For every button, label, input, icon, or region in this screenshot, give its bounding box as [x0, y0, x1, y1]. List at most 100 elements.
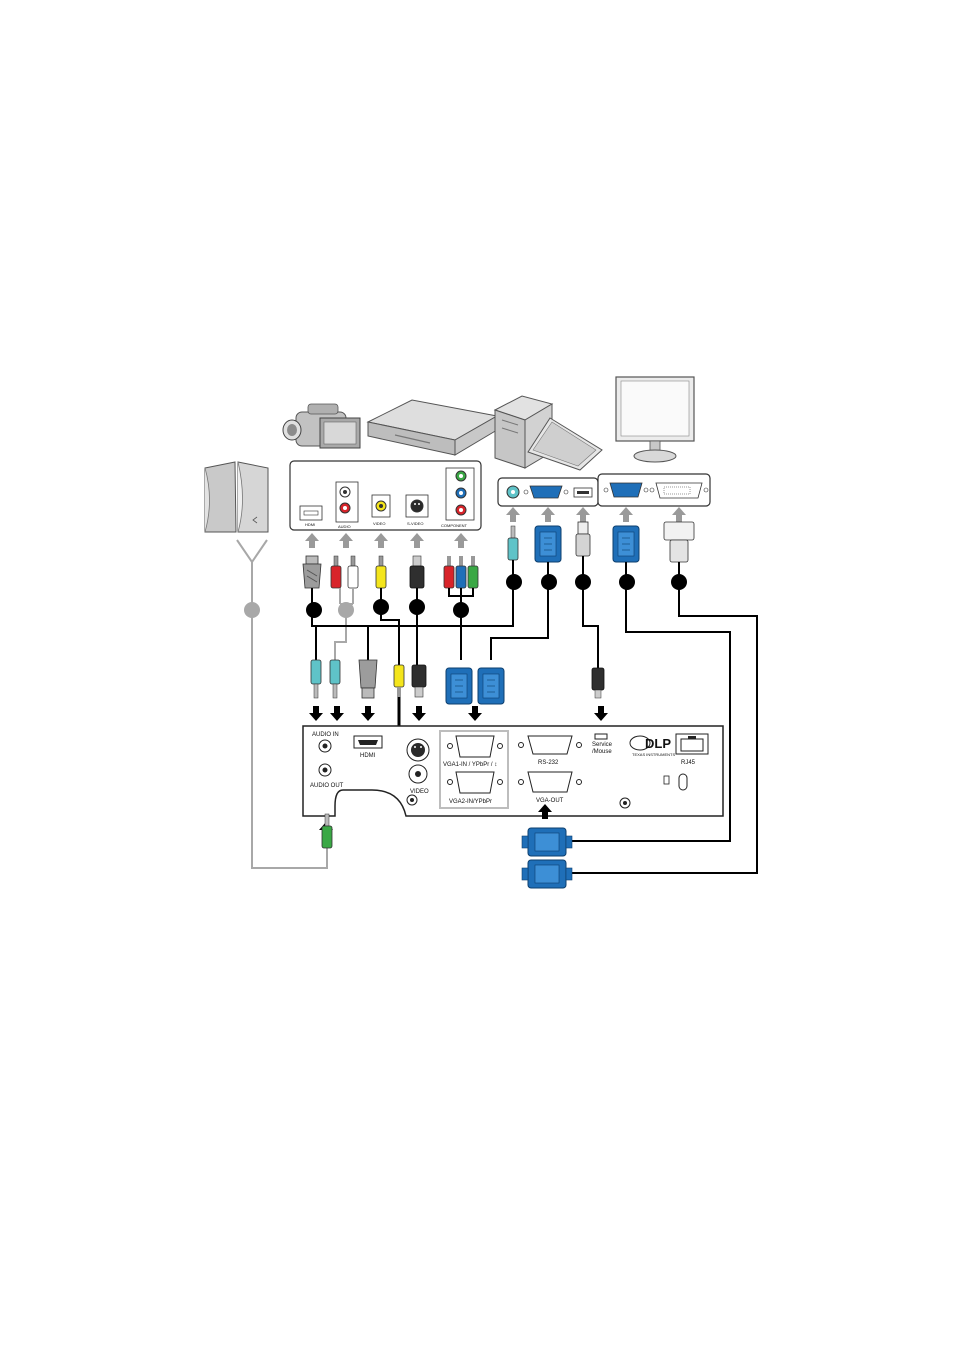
arrow-up-icon — [672, 507, 686, 522]
svg-text:AUDIO: AUDIO — [338, 524, 351, 529]
computer-icon — [493, 395, 603, 471]
arrow-up-icon — [619, 507, 633, 522]
svideo-plug-icon — [409, 555, 425, 589]
vga2-in-port: VGA2-IN/YPbPr — [447, 771, 503, 805]
svg-text:Service: Service — [592, 742, 613, 748]
svg-text:AUDIO IN: AUDIO IN — [312, 732, 339, 738]
rs232-port: RS-232 — [518, 735, 582, 766]
svg-text:/Mouse: /Mouse — [592, 749, 612, 755]
monitor-dvi-port — [649, 482, 709, 499]
marker-circle — [506, 574, 522, 590]
marker-circle — [338, 602, 354, 618]
vga-inputs-group — [439, 730, 509, 809]
svideo-port — [406, 738, 430, 762]
vga-out-port: VGA-OUT — [518, 771, 582, 804]
audio-out-plug-icon — [321, 813, 333, 849]
monitor-vga-port — [603, 482, 649, 498]
svg-text:AUDIO OUT: AUDIO OUT — [310, 783, 344, 789]
video-port: VIDEO — [408, 764, 429, 795]
svg-text:VGA1-IN / YPbPr / ↕: VGA1-IN / YPbPr / ↕ — [443, 762, 497, 768]
camcorder-icon — [282, 403, 361, 449]
hdmi-plug-icon — [302, 555, 322, 589]
vga1-in-port: VGA1-IN / YPbPr / ↕ — [443, 735, 503, 768]
vga-plug-icon — [477, 667, 505, 705]
marker-circle — [671, 574, 687, 590]
svg-text:S-VIDEO: S-VIDEO — [407, 521, 423, 526]
svg-text:HDMI: HDMI — [305, 522, 315, 527]
arrow-down-icon — [468, 706, 482, 721]
rca-video-plug-icon — [393, 664, 405, 697]
arrow-up-icon — [454, 533, 468, 548]
source-video-jack: VIDEO — [371, 494, 391, 526]
audio-out-jack: AUDIO OUT — [310, 763, 344, 789]
speaker-cable — [236, 539, 328, 869]
svg-text:RS-232: RS-232 — [538, 760, 559, 766]
marker-circle — [541, 574, 557, 590]
screw-icon — [619, 797, 631, 809]
rj45-port: RJ45 — [675, 733, 709, 766]
service-mouse-port: Service /Mouse — [592, 733, 613, 755]
dvd-player-icon — [366, 399, 499, 456]
arrow-up-icon — [410, 533, 424, 548]
marker-circle — [373, 599, 389, 615]
svg-text:VIDEO: VIDEO — [410, 789, 429, 795]
kensington-lock-icon — [663, 773, 688, 791]
svg-text:HDMI: HDMI — [360, 753, 376, 759]
vga-out-plug-icon — [521, 827, 573, 857]
marker-circle — [244, 602, 260, 618]
svg-text:DLP: DLP — [645, 736, 671, 751]
rca-video-plug-icon — [375, 555, 387, 589]
svg-text:COMPONENT: COMPONENT — [441, 523, 468, 528]
audio-cable — [334, 588, 354, 660]
audio-in-jack: AUDIO IN — [312, 732, 339, 753]
arrow-down-icon — [361, 706, 375, 721]
arrow-up-icon — [305, 533, 319, 548]
mini-usb-plug-icon — [591, 667, 605, 699]
arrow-up-icon — [576, 507, 590, 522]
arrow-up-icon — [506, 507, 520, 522]
marker-circle — [619, 574, 635, 590]
arrow-down-icon — [594, 706, 608, 721]
marker-circle — [575, 574, 591, 590]
monitor-icon — [615, 376, 695, 463]
component-cable — [448, 588, 474, 660]
screw-icon — [406, 794, 418, 806]
usb-cable — [582, 556, 599, 668]
vga-out-plug-icon — [521, 859, 573, 889]
marker-circle — [409, 599, 425, 615]
pc-audio-cable — [315, 560, 514, 660]
arrow-down-icon — [330, 706, 344, 721]
pc-usb-port — [573, 487, 593, 498]
usb-plug-icon — [575, 521, 591, 557]
source-component-jacks: COMPONENT — [441, 467, 475, 528]
pc-vga-port — [523, 485, 569, 499]
arrow-up-icon — [541, 507, 555, 522]
marker-circle — [453, 602, 469, 618]
pc-audio-plug-icon — [507, 525, 519, 561]
svideo-plug-icon — [411, 664, 427, 698]
dlp-logo: DLP TEXAS INSTRUMENTS — [629, 735, 675, 757]
monitor-vga-cable — [566, 562, 731, 842]
audio-in-plugs-icon — [310, 659, 341, 699]
hdmi-plug-icon — [358, 659, 378, 699]
svg-text:RJ45: RJ45 — [681, 760, 696, 766]
vga-plug-icon — [445, 667, 473, 705]
arrow-down-icon — [309, 706, 323, 721]
pc-vga-cable — [490, 562, 549, 660]
vga-plug-icon — [534, 525, 562, 563]
source-audio-jacks: AUDIO — [335, 481, 359, 529]
rca-audio-plugs-icon — [330, 555, 359, 589]
marker-circle — [306, 602, 322, 618]
source-svideo-jack: S-VIDEO — [405, 494, 429, 526]
svg-text:VIDEO: VIDEO — [373, 521, 385, 526]
dvi-cable — [566, 562, 758, 874]
vga-plug-icon — [612, 525, 640, 563]
svg-text:VGA2-IN/YPbPr: VGA2-IN/YPbPr — [449, 799, 492, 805]
svg-text:TEXAS INSTRUMENTS: TEXAS INSTRUMENTS — [632, 752, 675, 757]
component-plugs-icon — [443, 556, 479, 589]
arrow-down-icon — [412, 706, 426, 721]
hdmi-port: HDMI — [353, 735, 383, 759]
source-hdmi-port: HDMI — [299, 505, 323, 527]
pc-audio-jack — [506, 485, 520, 499]
